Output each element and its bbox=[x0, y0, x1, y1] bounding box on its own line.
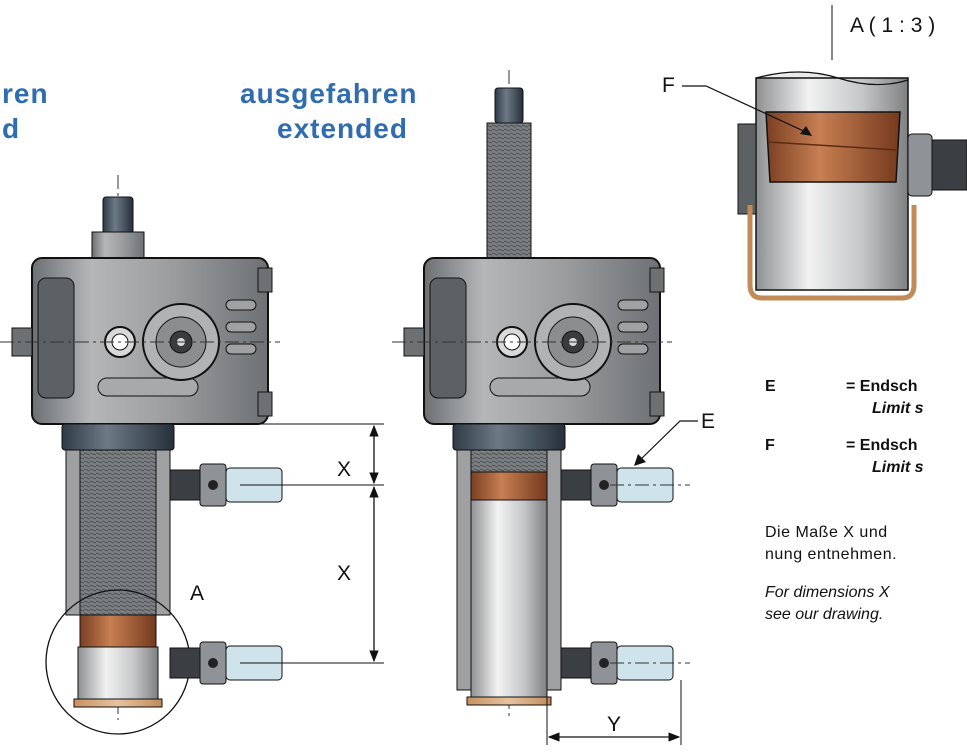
note-en-line1: For dimensions X bbox=[765, 584, 890, 601]
dimension-y: Y bbox=[607, 713, 622, 736]
heading-extended-en: extended bbox=[277, 113, 408, 144]
detail-title: A ( 1 : 3 ) bbox=[850, 14, 936, 37]
heading-extended-de: ausgefahren bbox=[240, 78, 418, 109]
heading-retracted-en: d bbox=[2, 113, 21, 144]
dimension-x-upper: X bbox=[337, 458, 352, 481]
legend-f-key: F bbox=[765, 437, 775, 454]
label-e: E bbox=[701, 410, 716, 433]
label-f: F bbox=[662, 74, 675, 97]
jack-retracted bbox=[0, 175, 384, 735]
legend-e-de: = Endsch bbox=[846, 378, 918, 395]
note-de-line2: nung entnehmen. bbox=[765, 546, 898, 563]
legend-f-de: = Endsch bbox=[846, 437, 918, 454]
limit-switch-lower bbox=[169, 641, 283, 685]
legend-e-key: E bbox=[765, 378, 776, 395]
heading-retracted-de: ren bbox=[2, 78, 49, 109]
note-de-line1: Die Maße X und bbox=[765, 524, 888, 541]
label-a: A bbox=[190, 582, 205, 605]
detail-view-a bbox=[682, 5, 967, 301]
legend-e-en: Limit s bbox=[872, 400, 924, 417]
note-en-line2: see our drawing. bbox=[765, 606, 884, 623]
dimension-x-lower: X bbox=[337, 562, 352, 585]
jack-extended bbox=[392, 70, 698, 745]
legend-f-en: Limit s bbox=[872, 459, 924, 476]
